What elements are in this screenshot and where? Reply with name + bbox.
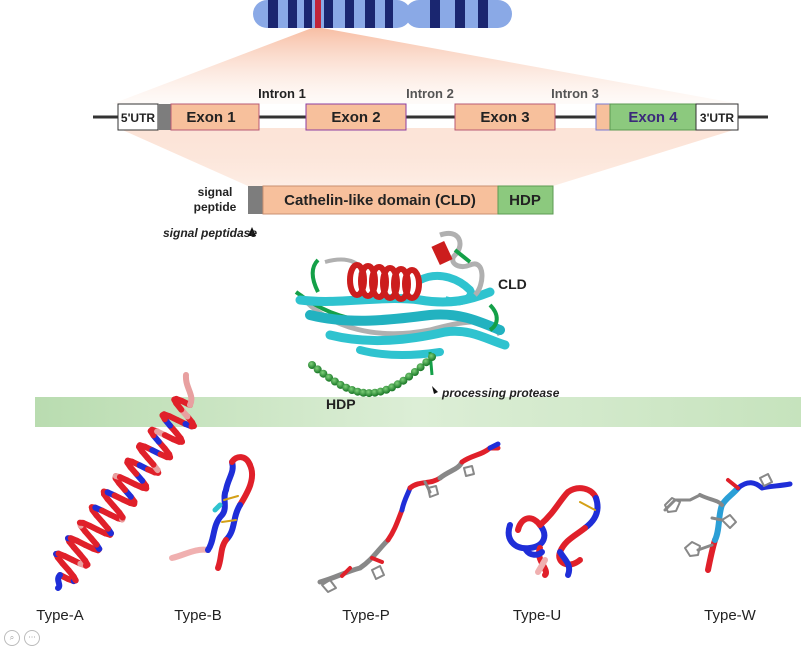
chromosome-highlight-band <box>315 0 321 28</box>
type-a-label: Type-A <box>36 607 84 624</box>
chromosome-band <box>478 0 488 28</box>
membrane-band <box>35 397 801 427</box>
chromosome <box>253 0 512 28</box>
hdp-bead <box>416 363 425 372</box>
signal-peptide-label-line2: peptide <box>194 200 237 214</box>
type-u-label: Type-U <box>513 607 561 624</box>
hdp-bead-chain <box>308 353 436 398</box>
hdp-bead <box>325 373 334 382</box>
chromosome-band <box>324 0 333 28</box>
zoom-cone <box>112 28 740 104</box>
intron-1-label: Intron 1 <box>258 86 306 101</box>
signal-exon-segment <box>158 104 171 130</box>
hdp-box-label: HDP <box>509 192 541 209</box>
chromosome-band <box>365 0 375 28</box>
utr3-label: 3'UTR <box>700 111 735 125</box>
exon-4-cld-part <box>595 103 611 131</box>
hdp-bead <box>365 389 374 398</box>
utr5-box <box>117 103 159 131</box>
zoom-cone-protein <box>118 128 740 186</box>
hdp-bead <box>393 380 402 389</box>
type-p-label: Type-P <box>342 607 390 624</box>
chromosome-band <box>304 0 312 28</box>
signal-peptide-box <box>248 186 263 214</box>
exon-4-label: Exon 4 <box>628 109 678 126</box>
hdp-bead <box>405 372 414 381</box>
hdp-bead <box>308 361 316 369</box>
processing-protease-label: processing protease <box>441 386 560 400</box>
exon-4 <box>609 103 697 131</box>
hdp-bead <box>313 365 322 374</box>
cld-box <box>262 185 499 215</box>
chromosome-band <box>385 0 393 28</box>
signal-peptidase-arrow <box>248 227 256 236</box>
hdp-bead <box>319 369 328 378</box>
exon-1-label: Exon 1 <box>186 109 235 126</box>
utr5-label: 5'UTR <box>121 111 156 125</box>
intron-2-label: Intron 2 <box>406 86 454 101</box>
utr3-box <box>695 103 739 131</box>
exon-2-label: Exon 2 <box>331 109 380 126</box>
exon-3 <box>454 103 556 131</box>
chromosome-band <box>268 0 278 28</box>
cld-structure <box>294 230 510 376</box>
type-b-structure <box>169 454 256 571</box>
processing-protease-arrow <box>432 386 438 394</box>
helix-tail <box>182 372 195 408</box>
hdp-box <box>497 185 554 215</box>
exon-1 <box>170 103 260 131</box>
type-w-structure <box>663 473 793 573</box>
helix-tail <box>55 572 63 591</box>
more-icon[interactable]: ··· <box>24 630 40 646</box>
exon-3-label: Exon 3 <box>480 109 529 126</box>
hdp-structure-label: HDP <box>326 396 356 412</box>
signal-peptidase-label: signal peptidase <box>163 226 257 240</box>
chromosome-band <box>455 0 465 28</box>
type-w-label: Type-W <box>704 607 757 624</box>
type-u-structure <box>505 485 601 578</box>
hdp-bead <box>422 358 431 367</box>
hdp-bead <box>359 388 368 397</box>
type-b-label: Type-B <box>174 607 222 624</box>
cld-structure-label: CLD <box>498 276 527 292</box>
chromosome-band <box>288 0 297 28</box>
hdp-bead <box>428 353 436 361</box>
hdp-bead <box>399 376 408 385</box>
exon-2 <box>305 103 407 131</box>
signal-peptide-label-line1: signal <box>198 185 233 199</box>
type-p-structure <box>317 441 501 593</box>
intron-3-label: Intron 3 <box>551 86 599 101</box>
hdp-bead <box>410 368 419 376</box>
type-a-structure <box>53 372 197 591</box>
cld-box-label: Cathelin-like domain (CLD) <box>284 192 476 209</box>
zoom-in-icon[interactable]: ⌕ <box>4 630 20 646</box>
chromosome-band <box>345 0 354 28</box>
chromosome-band <box>430 0 440 28</box>
